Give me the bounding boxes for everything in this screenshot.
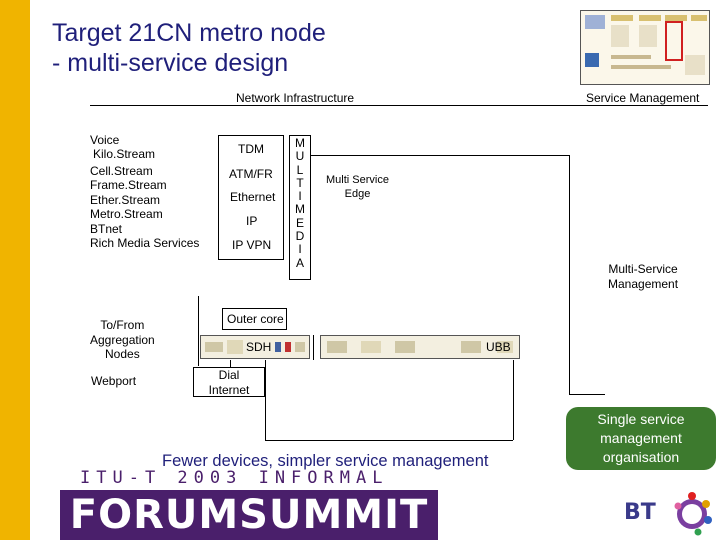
ubb-label: UBB	[486, 340, 511, 354]
bt-text: BT	[624, 500, 656, 525]
outer-core-box	[222, 308, 287, 330]
service-framestream: Frame.Stream	[90, 178, 167, 192]
service-voice: Voice	[90, 133, 120, 147]
logo-main-band: FORUMSUMMIT	[60, 490, 438, 540]
multimedia-label: M U L T I M E D I A	[295, 136, 305, 270]
dial-internet-box	[193, 367, 265, 397]
sdh-device-strip	[200, 335, 310, 359]
connector-top	[311, 155, 570, 156]
slide-title: Target 21CN metro node - multi-service d…	[52, 19, 326, 77]
dial-internet-label: Dial Internet	[208, 368, 250, 397]
multimedia-box	[289, 135, 311, 280]
connector-right	[569, 155, 570, 395]
bt-piper-icon	[674, 492, 712, 536]
service-etherstream: Ether.Stream	[90, 193, 161, 207]
sdh-label: SDH	[246, 340, 272, 354]
logo-main-text: FORUMSUMMIT	[69, 492, 429, 538]
bt-logo: BT	[620, 488, 716, 536]
transport-stack	[218, 135, 284, 260]
sdh-ubb-divider	[313, 335, 314, 360]
transport-ip: IP	[246, 214, 258, 228]
ubb-device-strip	[320, 335, 520, 359]
service-rich-media: Rich Media Services	[90, 236, 200, 250]
single-service-management-box: Single service management organisation	[566, 407, 716, 470]
management-screenshot-thumbnail	[580, 10, 710, 85]
aggregation-connector	[198, 296, 199, 366]
network-infrastructure-header: Network Infrastructure	[236, 91, 355, 105]
service-metrostream: Metro.Stream	[90, 207, 163, 221]
service-management-header: Service Management	[586, 91, 700, 105]
transport-ip-vpn: IP VPN	[232, 238, 272, 252]
forum-summit-logo: ITU-T 2003 INFORMAL FORUMSUMMIT	[60, 466, 438, 540]
outer-core-label: Outer core	[227, 312, 284, 326]
caption-connector-left	[265, 360, 266, 440]
multi-service-management-label: Multi-Service Management	[608, 262, 679, 291]
transport-tdm: TDM	[238, 142, 264, 156]
dial-connector	[230, 360, 231, 368]
fewer-devices-caption: Fewer devices, simpler service managemen…	[162, 452, 489, 470]
to-from-aggregation-label: To/From Aggregation Nodes	[90, 318, 155, 361]
caption-connector-bottom	[265, 440, 513, 441]
logo-top-line: ITU-T 2003 INFORMAL	[80, 468, 389, 488]
transport-atm-fr: ATM/FR	[229, 167, 273, 181]
multi-service-edge-label: Multi Service Edge	[326, 174, 389, 200]
transport-ethernet: Ethernet	[230, 190, 276, 204]
header-divider	[90, 105, 708, 106]
caption-connector-right	[513, 360, 514, 440]
service-btnet: BTnet	[90, 222, 123, 236]
connector-bottom	[569, 394, 605, 395]
sidebar-accent-bar	[0, 0, 30, 540]
webport-label: Webport	[91, 374, 137, 388]
service-cellstream: Cell.Stream	[90, 164, 153, 178]
service-kilostream: Kilo.Stream	[93, 147, 156, 161]
